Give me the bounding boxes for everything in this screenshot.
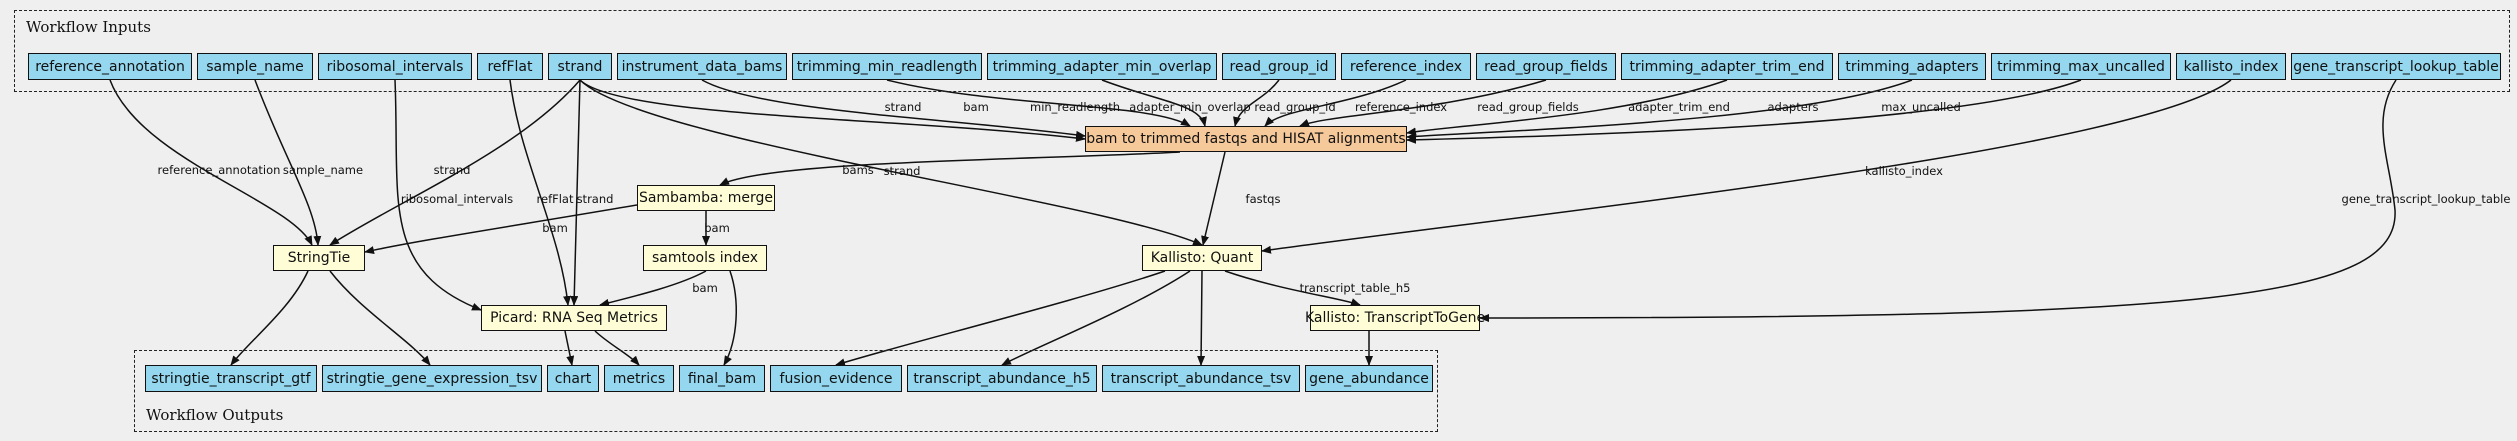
input-ribosomal-intervals[interactable]: ribosomal_intervals [318,53,472,80]
edge-reference-annotation-to-stringtie [109,79,313,246]
edge-label-bam-to-picard: bam [692,281,718,295]
workflow-outputs-title: Workflow Outputs [146,406,284,424]
edge-label-refflat: refFlat [536,192,574,206]
edge-adapters-to-main [1406,79,1913,141]
edge-label-bams-to-merge: bams [842,163,874,177]
edge-kallisto-to-tsv [1197,270,1206,366]
edge-sample-name-to-stringtie [254,79,322,246]
step-stringtie[interactable]: StringTie [273,245,365,271]
edge-label-sample-name: sample_name [282,163,364,177]
output-stringtie-gene-expression-tsv[interactable]: stringtie_gene_expression_tsv [322,365,542,392]
output-final-bam[interactable]: final_bam [679,365,765,392]
edge-adapter-min-overlap-to-main [1101,79,1207,127]
edge-strand-to-kallisto [579,79,1203,246]
edge-label-strand-to-picard: strand [576,192,614,206]
edge-label-read-group-fields: read_group_fields [1477,100,1579,114]
step-kallisto-transcript-to-gene[interactable]: Kallisto: TranscriptToGene [1305,305,1485,331]
workflow-inputs-title: Workflow Inputs [26,18,151,36]
edge-label-reference-annotation: reference_annotation [157,163,281,177]
input-read-group-fields[interactable]: read_group_fields [1476,53,1616,80]
edge-label-bams-to-main: bam [963,100,989,114]
edge-label-kallisto-index: kallisto_index [1865,164,1943,178]
edge-adapter-trim-end-to-main [1406,79,1728,136]
edge-label-bam-to-samtools: bam [704,221,730,235]
step-picard-rna-seq-metrics[interactable]: Picard: RNA Seq Metrics [481,305,667,331]
edge-refflat-to-picard [509,79,572,306]
input-trimming-adapter-trim-end[interactable]: trimming_adapter_trim_end [1621,53,1833,80]
input-read-group-id[interactable]: read_group_id [1222,53,1336,80]
edge-label-adapter-trim-end: adapter_trim_end [1628,100,1730,114]
edge-samtools-to-final-bam [723,270,737,366]
edge-label-read-group-id: read_group_id [1254,100,1336,114]
output-transcript-abundance-tsv[interactable]: transcript_abundance_tsv [1102,365,1300,392]
edge-picard-to-chart [564,330,575,366]
edge-samtools-to-picard [599,270,707,307]
input-refflat[interactable]: refFlat [477,53,543,80]
input-trimming-min-readlength[interactable]: trimming_min_readlength [792,53,982,80]
edge-read-group-id-to-main [1233,79,1280,127]
edge-label-adapters: adapters [1767,100,1819,114]
edge-ribosomal-intervals-to-picard [394,79,482,311]
edge-label-transcript-table-h5: transcript_table_h5 [1299,281,1411,295]
output-gene-abundance[interactable]: gene_abundance [1305,365,1433,392]
output-chart[interactable]: chart [547,365,599,392]
output-transcript-abundance-h5[interactable]: transcript_abundance_h5 [907,365,1097,392]
edge-read-group-fields-to-main [1299,79,1547,127]
edge-label-reference-index: reference_index [1354,100,1448,114]
edge-label-ribosomal-intervals: ribosomal_intervals [400,192,514,206]
input-reference-index[interactable]: reference_index [1341,53,1471,80]
input-instrument-data-bams[interactable]: instrument_data_bams [617,53,787,80]
workflow-outputs-cluster [134,350,1438,432]
input-strand[interactable]: strand [548,53,612,80]
input-trimming-adapters[interactable]: trimming_adapters [1838,53,1986,80]
edge-main-to-merge [719,151,1181,186]
output-stringtie-transcript-gtf[interactable]: stringtie_transcript_gtf [145,365,317,392]
edge-kallisto-to-h5 [1001,270,1191,366]
workflow-inputs-cluster [14,10,2510,92]
edge-strand-to-picard [570,79,581,306]
edge-picard-to-metrics [594,330,640,366]
edge-kallisto-index-to-kallisto [1261,79,2232,254]
input-reference-annotation[interactable]: reference_annotation [28,53,192,80]
edge-label-min-readlength: min_readlength [1030,100,1120,114]
edge-gene-transcript-lookup-to-t2g [1479,79,2397,322]
edge-max-uncalled-to-main [1406,79,2082,144]
edge-label-adapter-min-overlap: adapter_min_overlap [1129,100,1251,114]
edge-merge-to-stringtie [364,204,638,254]
input-sample-name[interactable]: sample_name [197,53,313,80]
edge-min-readlength-to-main [886,79,1191,127]
edge-label-bam-to-stringtie: bam [542,221,568,235]
edge-stringtie-to-transcript-gtf [230,270,309,366]
step-kallisto-quant[interactable]: Kallisto: Quant [1142,245,1262,271]
step-samtools-index[interactable]: samtools index [643,245,767,271]
edge-strand-to-stringtie [329,79,581,246]
input-trimming-max-uncalled[interactable]: trimming_max_uncalled [1991,53,2171,80]
input-kallisto-index[interactable]: kallisto_index [2176,53,2286,80]
output-metrics[interactable]: metrics [604,365,674,392]
edge-main-to-kallisto [1201,151,1226,246]
input-trimming-adapter-min-overlap[interactable]: trimming_adapter_min_overlap [987,53,1217,80]
edge-label-strand-to-main: strand [884,100,922,114]
output-fusion-evidence[interactable]: fusion_evidence [770,365,902,392]
edge-kallisto-to-t2g [1224,270,1361,306]
input-gene-transcript-lookup-table[interactable]: gene_transcript_lookup_table [2291,53,2501,80]
edge-strand-to-main [579,79,1086,142]
edge-kallisto-to-fusion [835,270,1166,367]
edge-label-fastqs: fastqs [1245,192,1281,206]
step-sambamba-merge[interactable]: Sambamba: merge [637,185,775,211]
edge-label-max-uncalled: max_uncalled [1881,100,1961,114]
edge-label-gene-transcript-lookup-table: gene_transcript_lookup_table [2341,192,2511,206]
step-bam-to-trimmed-fastqs[interactable]: bam to trimmed fastqs and HISAT alignmen… [1085,126,1407,152]
edge-reference-index-to-main [1264,79,1407,127]
edge-label-strand-to-stringtie: strand [433,163,471,177]
edge-stringtie-to-gene-expression [329,270,431,366]
edge-label-strand-to-kallisto: strand [883,164,921,178]
